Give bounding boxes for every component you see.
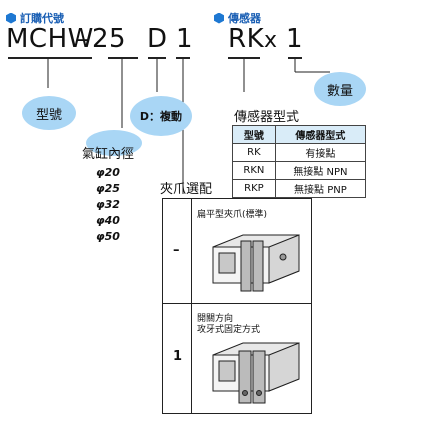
bore-item: φ40 bbox=[96, 214, 120, 227]
gripper-tapped-image bbox=[212, 342, 300, 404]
bore-callout-bg bbox=[86, 130, 142, 156]
sensor-table-header: 型號 bbox=[232, 125, 276, 144]
bore-underline bbox=[108, 57, 138, 59]
jaw-desc-1a: 開關方向 bbox=[197, 314, 234, 324]
bore-item: φ32 bbox=[96, 198, 120, 211]
code-bore: 25 bbox=[92, 24, 127, 54]
divider bbox=[163, 303, 311, 304]
hexagon-icon bbox=[214, 12, 224, 24]
bore-item: φ25 bbox=[96, 182, 120, 195]
jaw-title: 夾爪選配 bbox=[160, 182, 213, 197]
jaw-code-1: 1 bbox=[173, 349, 183, 364]
code-x: x bbox=[264, 28, 278, 53]
sensor-table-title: 傳感器型式 bbox=[234, 110, 300, 125]
sensor-table-header: 傳感器型式 bbox=[274, 125, 367, 144]
sensor-header-label: 傳感器 bbox=[228, 12, 261, 25]
qty-callout: 數量 bbox=[314, 72, 366, 106]
jaw-code-std: – bbox=[173, 243, 180, 258]
bore-title: 氣缸內徑 bbox=[82, 147, 135, 162]
code-sensor: RK bbox=[228, 24, 265, 54]
code-dash: – bbox=[76, 24, 90, 54]
hexagon-icon bbox=[6, 12, 16, 24]
gripper-flat-image bbox=[212, 234, 300, 292]
jaw-desc-1b: 攻牙式固定方式 bbox=[197, 325, 261, 335]
divider bbox=[191, 199, 192, 413]
table-row: RKN 無接點 NPN bbox=[232, 161, 367, 180]
code-motion: D bbox=[147, 24, 168, 54]
sensor-header: 傳感器 bbox=[214, 10, 261, 26]
model-callout: 型號 bbox=[22, 96, 76, 130]
code-jaw: 1 bbox=[176, 24, 194, 54]
jaw-options-table: – 1 扁平型夾爪(標準) 開關方向 攻牙式固定方式 bbox=[162, 198, 312, 414]
motion-callout: D：複動 bbox=[130, 96, 192, 136]
order-code-header: 訂購代號 bbox=[6, 10, 64, 26]
table-row: RK 有接點 bbox=[232, 143, 367, 162]
code-model: MCHW bbox=[6, 24, 94, 54]
order-code-header-label: 訂購代號 bbox=[20, 12, 64, 25]
jaw-desc-std: 扁平型夾爪(標準) bbox=[197, 210, 268, 220]
code-qty: 1 bbox=[286, 24, 304, 54]
bore-item: φ50 bbox=[96, 230, 120, 243]
table-row: RKP 無接點 PNP bbox=[232, 179, 367, 198]
bore-item: φ20 bbox=[96, 166, 120, 179]
sensor-table: 型號 傳感器型式 RK 有接點 RKN 無接點 NPN RKP 無接點 PNP bbox=[232, 125, 367, 198]
model-underline bbox=[8, 57, 92, 59]
